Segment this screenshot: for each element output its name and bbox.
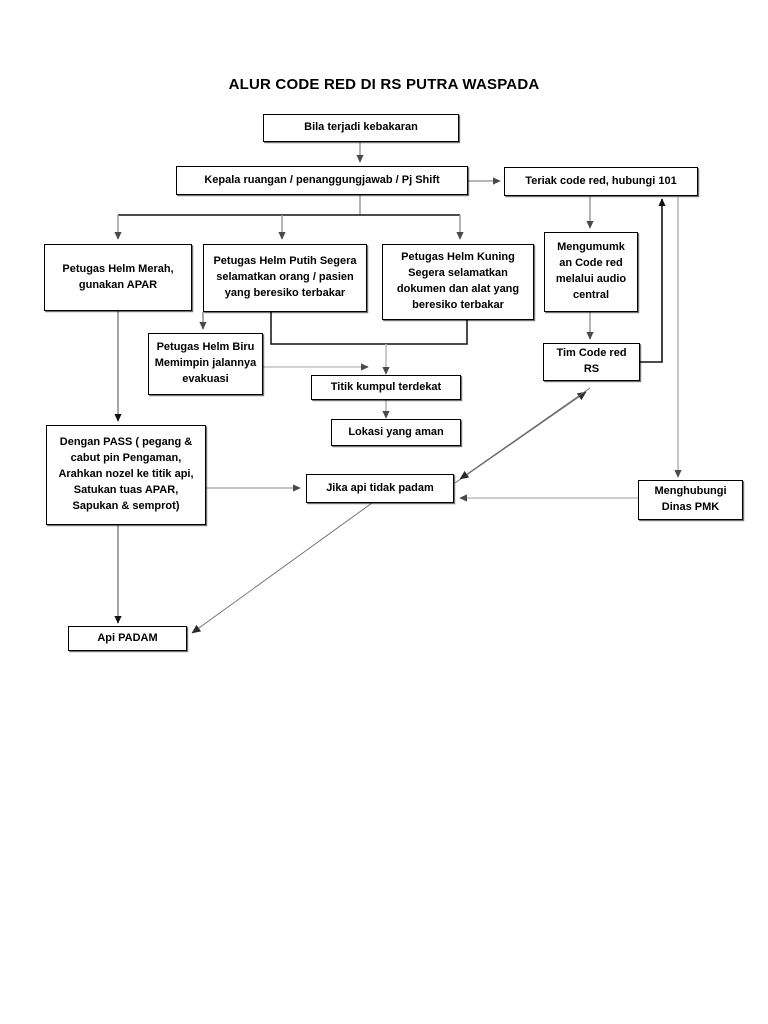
node-label: Petugas Helm Putih Segera selamatkan ora… (213, 255, 357, 299)
node-label: Petugas Helm Kuning Segera selamatkan do… (396, 251, 520, 311)
node-label: Dengan PASS ( pegang & cabut pin Pengama… (58, 436, 194, 512)
node-label: Titik kumpul terdekat (330, 380, 442, 393)
node-dengan-pass[interactable]: Dengan PASS ( pegang & cabut pin Pengama… (46, 425, 206, 525)
node-petugas-helm-putih[interactable]: Petugas Helm Putih Segera selamatkan ora… (203, 244, 367, 312)
node-tim-code-red-rs[interactable]: Tim Code red RS (543, 343, 640, 381)
edge-jika-to-padam (191, 502, 373, 634)
node-bila-terjadi-kebakaran[interactable]: Bila terjadi kebakaran (263, 114, 459, 142)
edge-tim-to-teriak (640, 198, 666, 363)
node-label: Teriak code red, hubungi 101 (525, 174, 677, 187)
node-label: Tim Code red RS (556, 347, 627, 375)
node-label: Petugas Helm Merah, gunakan APAR (62, 262, 174, 291)
node-petugas-helm-biru[interactable]: Petugas Helm Biru Memimpin jalannya evak… (148, 333, 263, 395)
page-title: ALUR CODE RED DI RS PUTRA WASPADA (228, 76, 540, 93)
node-mengumumkan-code-red[interactable]: Mengumumk an Code red melalui audio cent… (544, 232, 638, 312)
node-label: Api PADAM (97, 631, 158, 644)
node-titik-kumpul-terdekat[interactable]: Titik kumpul terdekat (311, 375, 461, 400)
edge-tim-to-jika (459, 387, 591, 480)
node-petugas-helm-kuning[interactable]: Petugas Helm Kuning Segera selamatkan do… (382, 244, 534, 320)
node-jika-api-tidak-padam[interactable]: Jika api tidak padam (306, 474, 454, 503)
node-label: Petugas Helm Biru Memimpin jalannya evak… (154, 341, 257, 385)
node-label: Bila terjadi kebakaran (304, 121, 418, 134)
node-petugas-helm-merah[interactable]: Petugas Helm Merah, gunakan APAR (44, 244, 192, 311)
node-label: Menghubungi Dinas PMK (654, 485, 727, 513)
node-teriak-code-red[interactable]: Teriak code red, hubungi 101 (504, 167, 698, 196)
node-label: Lokasi yang aman (348, 425, 444, 438)
node-kepala-ruangan[interactable]: Kepala ruangan / penanggungjawab / Pj Sh… (176, 166, 468, 195)
edge-jika-to-tim (454, 391, 587, 484)
node-menghubungi-dinas-pmk[interactable]: Menghubungi Dinas PMK (638, 480, 743, 520)
node-label: Jika api tidak padam (326, 481, 434, 494)
node-label: Mengumumk an Code red melalui audio cent… (555, 241, 627, 301)
node-lokasi-yang-aman[interactable]: Lokasi yang aman (331, 419, 461, 446)
node-api-padam[interactable]: Api PADAM (68, 626, 187, 651)
node-label: Kepala ruangan / penanggungjawab / Pj Sh… (204, 173, 440, 186)
